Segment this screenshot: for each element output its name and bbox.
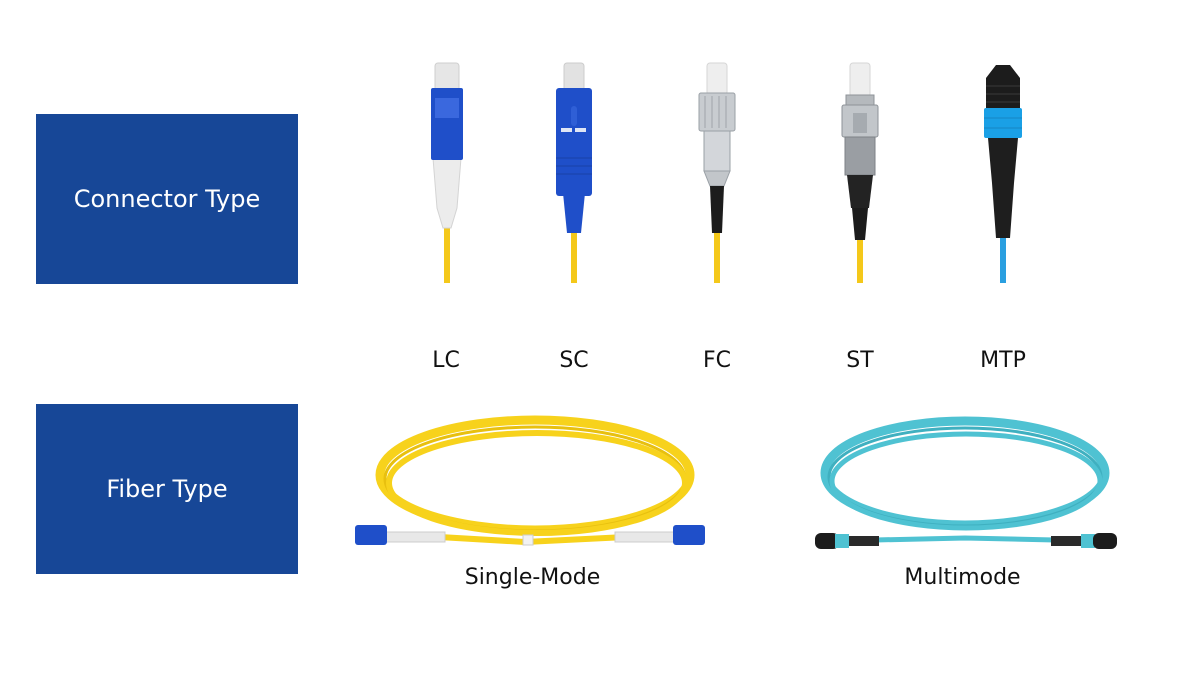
single-mode-cable-icon (355, 415, 705, 546)
fiber-single-mode: Single-Mode (345, 405, 720, 605)
fc-connector-icon (698, 62, 736, 283)
connector-sc: SC (519, 58, 629, 373)
connector-caption-fc: FC (702, 348, 731, 373)
connector-caption-lc: LC (432, 348, 460, 373)
connector-caption-mtp: MTP (980, 348, 1026, 373)
connector-lc: LC (391, 58, 501, 373)
st-connector-icon (841, 62, 879, 283)
connector-st: ST (805, 58, 915, 373)
connector-type-label: Connector Type (73, 185, 261, 213)
fiber-caption-multimode: Multimode (904, 565, 1021, 590)
multimode-cable-icon (815, 416, 1117, 549)
connector-caption-st: ST (846, 348, 874, 373)
mtp-connector-icon (984, 65, 1022, 283)
fiber-type-label: Fiber Type (106, 475, 228, 503)
connector-type-label-box: Connector Type (36, 114, 298, 284)
fiber-multimode: Multimode (775, 405, 1150, 605)
fiber-type-label-box: Fiber Type (36, 404, 298, 574)
connector-fc: FC (662, 58, 772, 373)
connector-caption-sc: SC (559, 348, 589, 373)
fiber-caption-single-mode: Single-Mode (464, 565, 601, 590)
lc-connector-icon (431, 62, 463, 283)
connector-mtp: MTP (948, 58, 1058, 373)
sc-connector-icon (556, 62, 592, 283)
